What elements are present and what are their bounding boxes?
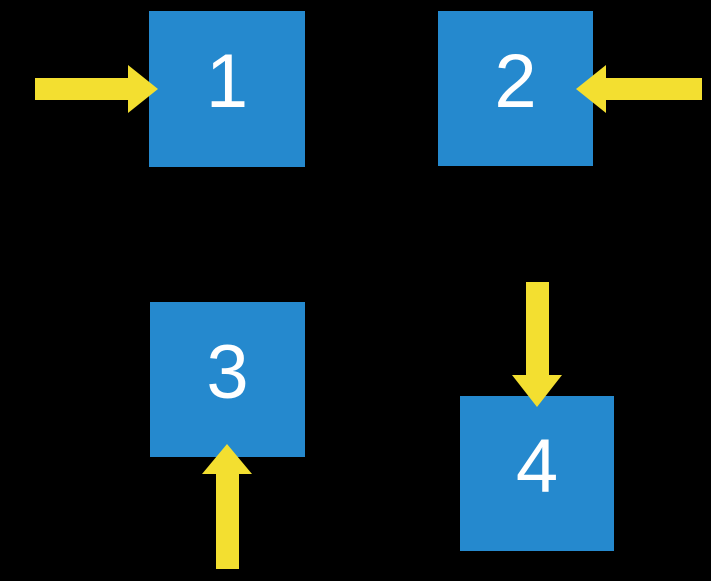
numbered-box-2: 2 (438, 11, 593, 166)
left-arrow-icon (576, 65, 702, 113)
left-arrow-shape (576, 65, 702, 113)
numbered-box-3: 3 (150, 302, 305, 457)
down-arrow-icon (512, 282, 562, 407)
box-4-label: 4 (515, 423, 559, 509)
numbered-box-4: 4 (460, 396, 614, 551)
box-2-label: 2 (494, 38, 537, 124)
box-1-label: 1 (205, 39, 249, 124)
box-3-label: 3 (206, 329, 249, 415)
down-arrow-shape (512, 282, 562, 407)
right-arrow-icon (35, 65, 158, 113)
up-arrow-shape (202, 444, 252, 569)
right-arrow-shape (35, 65, 158, 113)
up-arrow-icon (202, 444, 252, 569)
numbered-box-1: 1 (149, 11, 305, 167)
